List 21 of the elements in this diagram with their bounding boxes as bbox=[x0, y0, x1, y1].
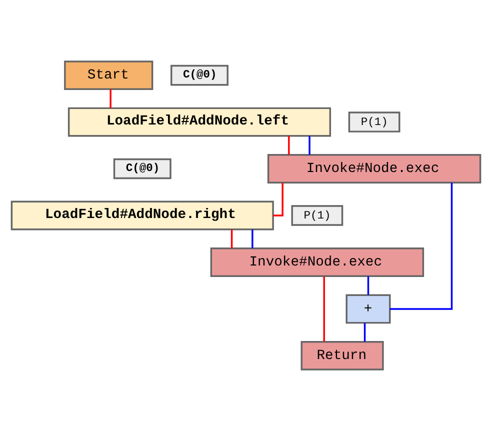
node-box: LoadField#AddNode.left bbox=[68, 106, 332, 136]
node-box: Start bbox=[64, 60, 154, 90]
node-box: Invoke#Node.exec bbox=[210, 247, 424, 276]
connector bbox=[390, 182, 453, 310]
node-box: P(1) bbox=[291, 204, 344, 226]
connector bbox=[252, 229, 254, 248]
node-box: C(@0) bbox=[170, 64, 228, 86]
node-box: P(1) bbox=[348, 111, 400, 132]
connector bbox=[323, 276, 325, 342]
connector bbox=[273, 182, 284, 216]
connector bbox=[230, 229, 233, 248]
node-box: Return bbox=[300, 340, 384, 370]
connector bbox=[367, 276, 370, 294]
node-box: + bbox=[346, 294, 391, 324]
node-box: C(@0) bbox=[113, 158, 172, 179]
node-box: Invoke#Node.exec bbox=[267, 154, 482, 183]
node-box: LoadField#AddNode.right bbox=[10, 200, 274, 230]
connector bbox=[364, 322, 366, 342]
connector bbox=[308, 136, 310, 154]
connector bbox=[110, 88, 112, 108]
connector bbox=[288, 136, 290, 154]
